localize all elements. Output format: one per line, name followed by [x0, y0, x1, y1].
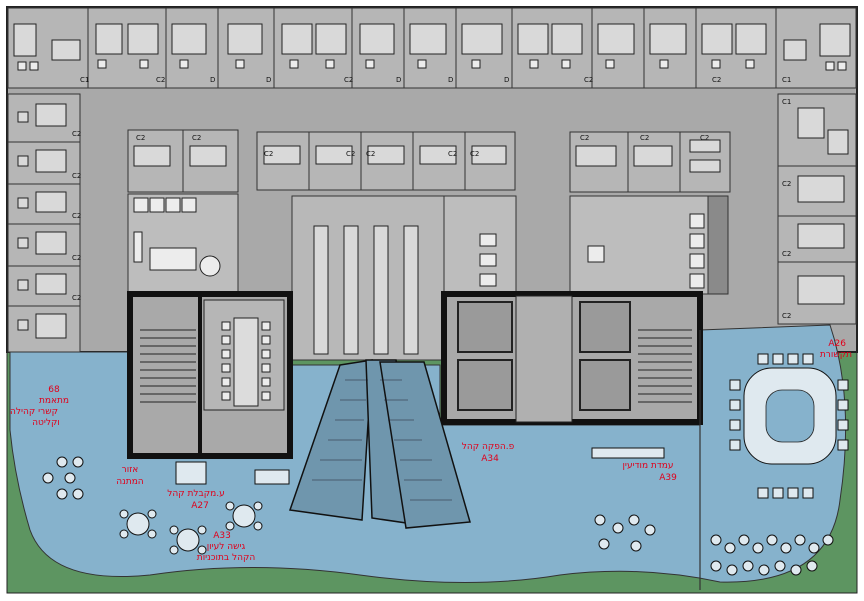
room-tag: D: [210, 76, 215, 84]
escalator-steps: [312, 379, 452, 501]
right-core: [441, 291, 703, 425]
room-tag: C2: [72, 172, 81, 180]
room-tag: C2: [712, 76, 721, 84]
label-a33-line1: גישה לעיון: [207, 542, 246, 552]
room-tag: C2: [72, 254, 81, 262]
label-68-line1: מתאמת: [39, 396, 69, 406]
room-tag: C2: [72, 212, 81, 220]
room-tag: D: [448, 76, 453, 84]
service-rooms: [127, 193, 729, 295]
room-tag: C2: [344, 76, 353, 84]
room-tag: D: [266, 76, 271, 84]
room-tag: C2: [640, 134, 649, 142]
room-tag: C2: [782, 312, 791, 320]
label-a26-name: תקשורת: [820, 350, 852, 360]
library-shelves: [313, 225, 419, 355]
room-tag: C2: [192, 134, 201, 142]
room-tag: D: [504, 76, 509, 84]
left-office-column: [7, 93, 81, 353]
room-tag: C2: [366, 150, 375, 158]
lobby-seats: [42, 456, 834, 576]
room-tag: C2: [700, 134, 709, 142]
label-waiting-line1: אזור: [122, 465, 139, 475]
inner-desks: [133, 139, 721, 173]
room-tag: C2: [470, 150, 479, 158]
room-tag: C2: [264, 150, 273, 158]
label-waiting-line2: המתנה: [116, 477, 144, 487]
room-tag: C2: [346, 150, 355, 158]
label-a26: A26: [828, 339, 846, 349]
label-a27-id: A27: [191, 501, 209, 511]
room-tag: D: [396, 76, 401, 84]
top-desks: [13, 23, 851, 61]
label-a27-name: ע.מקבלת קהל: [167, 489, 224, 499]
room-tag: C2: [72, 294, 81, 302]
label-a39-id: A39: [659, 473, 677, 483]
room-tag: C2: [72, 130, 81, 138]
label-a34-name: פ.הפקה קהל: [462, 442, 515, 452]
lobby-furniture: [175, 447, 665, 485]
label-a33-line2: הקהל בתוכניות: [197, 553, 256, 563]
right-desks: [797, 107, 849, 305]
label-68-line3: וקליטה: [32, 418, 60, 428]
room-tag: C2: [584, 76, 593, 84]
room-tag: C1: [782, 98, 791, 106]
label-a34-id: A34: [481, 454, 499, 464]
round-tables: [119, 501, 263, 555]
room-tags: C1 C2 D D C2 D D D C2 C2 C1 C2 C2 C2 C2 …: [72, 76, 791, 320]
top-chairs: [17, 59, 847, 71]
room-tag: C1: [782, 76, 791, 84]
label-68-line2: קשרי קהילה: [10, 407, 58, 417]
label-a33-id: A33: [213, 531, 231, 541]
toilet-fixtures: [133, 197, 705, 289]
room-tag: C2: [448, 150, 457, 158]
room-tag: C2: [156, 76, 165, 84]
label-room-68: 68: [48, 385, 60, 395]
room-tag: C2: [782, 250, 791, 258]
room-tag: C1: [80, 76, 89, 84]
room-tag: C2: [782, 180, 791, 188]
label-a39-name: עמדת מודיעין: [622, 461, 673, 471]
room-tag: C2: [580, 134, 589, 142]
left-core: [127, 291, 293, 459]
left-desks: [17, 103, 67, 339]
room-tag: C2: [136, 134, 145, 142]
conference-table: [729, 353, 849, 499]
